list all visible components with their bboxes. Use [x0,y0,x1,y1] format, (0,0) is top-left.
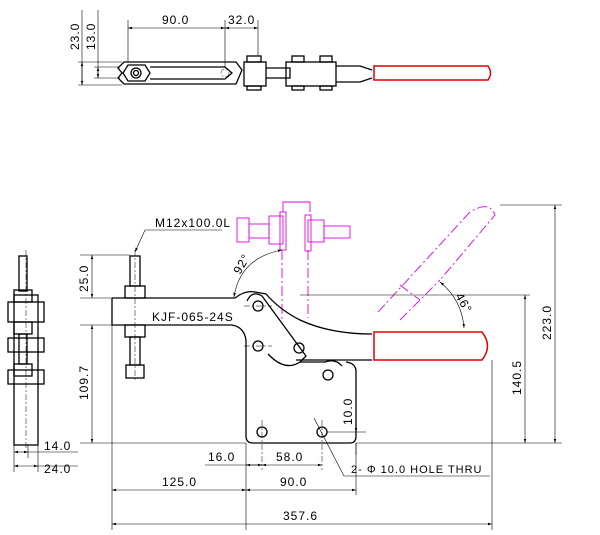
end-view: 14.0 24.0 [7,250,78,476]
dim-13-top: 13.0 [84,23,98,50]
angle-handle: 46° [452,291,475,316]
dim-223: 223.0 [540,305,554,340]
dim-14: 14.0 [44,439,71,453]
hex-nut-icon [122,64,151,82]
model-label: KJF-065-24S [152,310,234,324]
hole-note: 2- Φ 10.0 HOLE THRU [351,464,483,476]
spindle-bolt [124,250,146,380]
side-view: M12x100.0L KJF-065-24S 92° 46° 25.0 109.… [77,201,562,530]
dim-10: 10.0 [341,398,355,425]
dim-357-6: 357.6 [283,509,318,523]
dim-90-bottom: 90.0 [280,475,307,489]
dim-23-top: 23.0 [68,23,82,50]
dim-24: 24.0 [44,462,71,476]
dim-90-top: 90.0 [162,13,189,27]
dim-140-5: 140.5 [510,360,524,395]
handle-grip [373,331,489,361]
handle-grip [373,65,492,81]
dim-58: 58.0 [276,450,303,464]
dim-109-7: 109.7 [77,365,91,400]
dim-125: 125.0 [162,475,197,489]
pivot-holes [244,300,334,470]
bolt-label: M12x100.0L [155,216,231,230]
top-view: 90.0 32.0 23.0 13.0 [68,10,492,91]
angle-open: 92° [230,251,253,276]
dim-25: 25.0 [77,265,91,292]
dim-32-top: 32.0 [228,13,255,27]
dim-16: 16.0 [208,450,235,464]
